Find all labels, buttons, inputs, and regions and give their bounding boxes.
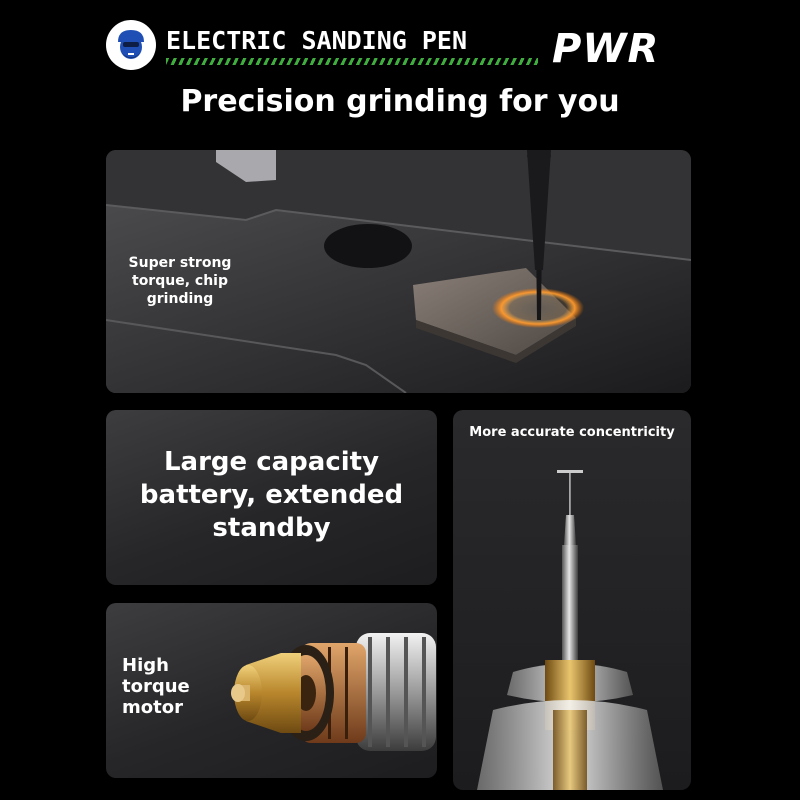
brand-stripe	[166, 58, 538, 65]
brand-name: ELECTRIC SANDING PEN	[166, 26, 468, 55]
feature-label-battery: Large capacity battery, extended standby	[139, 447, 404, 543]
page-headline: Precision grinding for you	[180, 84, 620, 119]
model-name: PWR	[552, 26, 660, 72]
motor-cutaway-illustration	[231, 633, 436, 751]
mascot-face-icon	[109, 23, 153, 67]
chip-grinding-illustration	[106, 150, 691, 393]
feature-panel-torque: Super strong torque, chip grinding	[106, 150, 691, 393]
feature-label-torque: Super strong torque, chip grinding	[128, 255, 232, 307]
header: ELECTRIC SANDING PEN PWR	[0, 0, 800, 80]
grinding-bit-illustration	[477, 470, 663, 790]
feature-panel-concentricity: More accurate concentricity	[453, 410, 691, 790]
brand-logo	[106, 20, 156, 70]
feature-label-concentricity: More accurate concentricity	[469, 425, 675, 440]
feature-panel-battery: Large capacity battery, extended standby	[106, 410, 437, 585]
feature-panel-motor: High torque motor	[106, 603, 437, 778]
feature-label-motor: High torque motor	[122, 655, 190, 718]
